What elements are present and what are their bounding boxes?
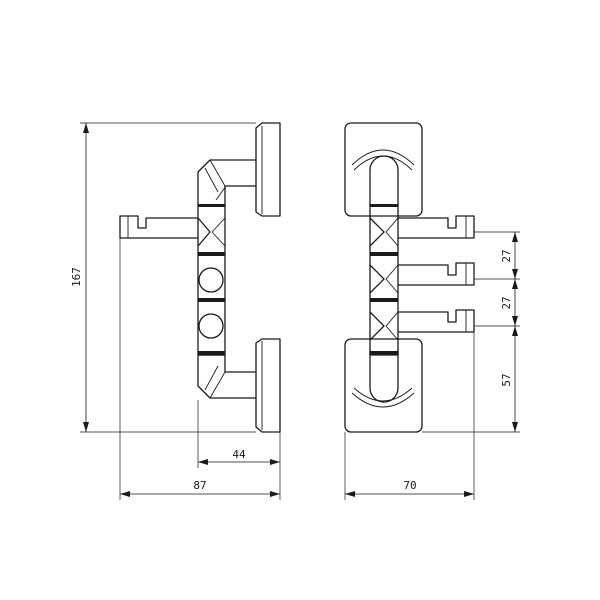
side-upper-arm <box>197 159 256 206</box>
dim-depth-bracket: 44 <box>197 400 281 500</box>
front-hinge-column <box>369 204 399 356</box>
front-bottom-wall-plate <box>344 338 423 433</box>
front-view <box>344 122 475 433</box>
front-bottom-slot <box>369 350 399 403</box>
dim-hook-spacing-2-label: 27 <box>500 296 513 309</box>
dim-height-total: 167 <box>70 122 256 433</box>
dim-depth-total: 87 <box>119 238 280 500</box>
side-lower-arm <box>197 354 256 399</box>
dim-bottom-offset-label: 57 <box>500 373 513 386</box>
dim-depth-bracket-label: 44 <box>232 448 246 461</box>
side-bottom-wall-plate <box>255 338 281 433</box>
side-hinge-knob-upper <box>198 267 224 293</box>
front-hook-arm-2 <box>369 262 475 294</box>
front-top-slot <box>369 155 399 205</box>
side-hook-arm <box>119 215 226 247</box>
dim-width-label: 70 <box>403 479 416 492</box>
dim-depth-total-label: 87 <box>193 479 206 492</box>
front-hook-arm-1 <box>369 215 475 247</box>
front-top-wall-plate <box>344 122 423 217</box>
dim-hook-spacing: 27 27 57 <box>422 231 520 433</box>
dim-height-total-label: 167 <box>70 267 83 287</box>
dim-hook-spacing-1-label: 27 <box>500 249 513 262</box>
front-hook-arm-3 <box>369 309 475 341</box>
side-view <box>119 122 281 433</box>
side-top-wall-plate <box>255 122 281 217</box>
dim-width: 70 <box>344 332 475 500</box>
side-hinge-column <box>197 204 226 356</box>
side-hinge-knob-lower <box>198 313 224 339</box>
